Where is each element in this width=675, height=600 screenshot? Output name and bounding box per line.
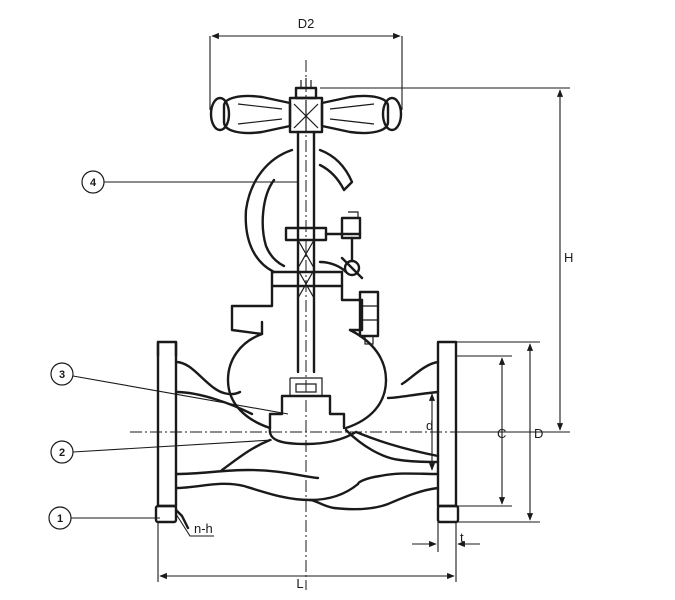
dimension-D2-label: D2 — [298, 16, 315, 31]
yoke — [230, 148, 380, 345]
valve-body — [154, 328, 460, 530]
centerlines — [130, 60, 568, 590]
dimension-L-label: L — [296, 576, 303, 591]
dimension-D-label: D — [534, 426, 543, 441]
dimension-t: t — [412, 522, 480, 552]
dimension-D: D — [456, 341, 543, 523]
callout-4-label: 4 — [90, 177, 97, 189]
dimension-t-label: t — [460, 530, 464, 545]
dimension-n-h: n-h — [175, 513, 214, 537]
callout-1-label: 1 — [57, 513, 63, 525]
callout-3: 3 — [50, 362, 289, 415]
callout-2-label: 2 — [59, 447, 65, 459]
dimension-C: C — [456, 355, 512, 507]
dimension-H: H — [320, 87, 573, 433]
callout-4: 4 — [81, 170, 298, 194]
dimension-L: L — [157, 522, 457, 591]
dimension-d: d — [426, 393, 436, 471]
dimension-d-label: d — [426, 418, 433, 433]
dimension-n-h-label: n-h — [194, 521, 213, 536]
dimension-C-label: C — [497, 426, 506, 441]
dimension-D2: D2 — [209, 16, 403, 110]
dimension-H-label: H — [564, 250, 573, 265]
callout-3-label: 3 — [59, 369, 65, 381]
callout-1: 1 — [48, 506, 160, 530]
callout-2: 2 — [50, 439, 273, 464]
